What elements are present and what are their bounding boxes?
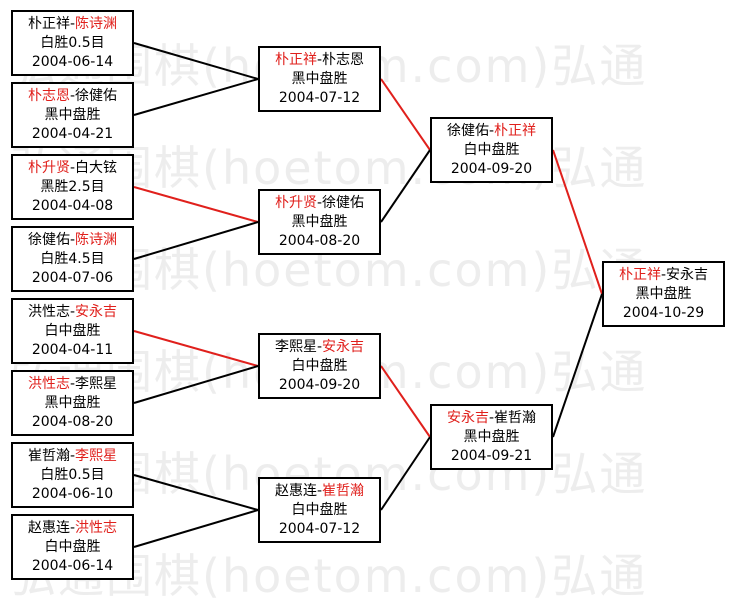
match-date: 2004-04-21 (31, 126, 114, 142)
match-date: 2004-07-06 (31, 270, 114, 286)
match-result: 白中盘胜 (291, 358, 348, 374)
match-date: 2004-06-10 (31, 486, 114, 502)
bracket-connector (133, 365, 259, 404)
match-result: 黑中盘胜 (291, 71, 348, 87)
match-date: 2004-08-20 (31, 414, 114, 430)
player1-name: 李熙星 (274, 339, 317, 355)
match-result: 白胜0.5目 (40, 35, 105, 51)
player1-name: 朴正祥 (274, 52, 317, 68)
match-date: 2004-04-08 (31, 198, 114, 214)
bracket-connector (133, 474, 259, 511)
match-box: 徐健佑-朴正祥 白中盘胜 2004-09-20 (430, 117, 553, 183)
bracket-connector (552, 293, 603, 438)
match-date: 2004-10-29 (622, 305, 705, 321)
match-box: 赵惠连-崔哲瀚 白中盘胜 2004-07-12 (258, 477, 381, 543)
player1-name: 徐健佑 (27, 232, 70, 248)
match-box: 朴升贤-徐健佑 黑中盘胜 2004-08-20 (258, 189, 381, 255)
player2-name: 安永吉 (666, 267, 709, 283)
player2-name: 安永吉 (75, 304, 118, 320)
player1-name: 安永吉 (446, 410, 489, 426)
match-result: 黑胜2.5目 (40, 179, 105, 195)
match-box: 李熙星-安永吉 白中盘胜 2004-09-20 (258, 333, 381, 399)
match-result: 白中盘胜 (291, 502, 348, 518)
match-result: 白胜4.5目 (40, 251, 105, 267)
match-date: 2004-09-20 (278, 377, 361, 393)
bracket-connector (133, 221, 259, 260)
player1-name: 赵惠连 (274, 483, 317, 499)
player2-name: 李熙星 (75, 448, 118, 464)
bracket-connector (552, 149, 603, 295)
match-box: 朴志恩-徐健佑 黑中盘胜 2004-04-21 (11, 82, 134, 148)
player1-name: 赵惠连 (27, 520, 70, 536)
final-match-box: 朴正祥-安永吉 黑中盘胜 2004-10-29 (602, 261, 725, 327)
player1-name: 朴升贤 (27, 160, 70, 176)
player1-name: 崔哲瀚 (27, 448, 70, 464)
bracket-connector (380, 436, 431, 511)
match-result: 黑中盘胜 (44, 395, 101, 411)
player2-name: 陈诗渊 (75, 232, 118, 248)
bracket-connector (380, 365, 431, 438)
player2-name: 徐健佑 (322, 195, 365, 211)
match-box: 洪性志-李熙星 黑中盘胜 2004-08-20 (11, 370, 134, 436)
bracket-connector (380, 78, 431, 151)
player1-name: 朴正祥 (27, 16, 70, 32)
player2-name: 李熙星 (75, 376, 118, 392)
player1-name: 洪性志 (27, 304, 70, 320)
match-box: 徐健佑-陈诗渊 白胜4.5目 2004-07-06 (11, 226, 134, 292)
match-date: 2004-06-14 (31, 558, 114, 574)
player1-name: 朴正祥 (618, 267, 661, 283)
player2-name: 朴志恩 (322, 52, 365, 68)
bracket-connector (380, 149, 431, 223)
match-date: 2004-09-21 (450, 448, 533, 464)
bracket-connector (133, 78, 259, 116)
player2-name: 徐健佑 (75, 88, 118, 104)
player1-name: 朴升贤 (274, 195, 317, 211)
bracket-connector (133, 330, 259, 367)
match-result: 白中盘胜 (44, 323, 101, 339)
match-date: 2004-06-14 (31, 54, 114, 70)
match-date: 2004-09-20 (450, 161, 533, 177)
match-result: 白中盘胜 (463, 142, 520, 158)
match-box: 洪性志-安永吉 白中盘胜 2004-04-11 (11, 298, 134, 364)
bracket-connectors (133, 42, 603, 548)
match-result: 黑中盘胜 (291, 214, 348, 230)
player2-name: 洪性志 (75, 520, 118, 536)
match-date: 2004-07-12 (278, 521, 361, 537)
bracket-connector (133, 509, 259, 548)
match-box: 朴正祥-陈诗渊 白胜0.5目 2004-06-14 (11, 10, 134, 76)
match-box: 朴正祥-朴志恩 黑中盘胜 2004-07-12 (258, 46, 381, 112)
match-result: 黑中盘胜 (635, 286, 692, 302)
match-box: 朴升贤-白大铉 黑胜2.5目 2004-04-08 (11, 154, 134, 220)
bracket-connector (133, 186, 259, 223)
match-date: 2004-08-20 (278, 233, 361, 249)
player1-name: 朴志恩 (27, 88, 70, 104)
player2-name: 陈诗渊 (75, 16, 118, 32)
match-date: 2004-04-11 (31, 342, 114, 358)
bracket-connector (133, 42, 259, 80)
match-result: 黑中盘胜 (44, 107, 101, 123)
match-result: 白胜0.5目 (40, 467, 105, 483)
match-date: 2004-07-12 (278, 90, 361, 106)
player2-name: 崔哲瀚 (322, 483, 365, 499)
match-box: 赵惠连-洪性志 白中盘胜 2004-06-14 (11, 514, 134, 580)
match-result: 白中盘胜 (44, 539, 101, 555)
match-box: 崔哲瀚-李熙星 白胜0.5目 2004-06-10 (11, 442, 134, 508)
player2-name: 白大铉 (75, 160, 118, 176)
player2-name: 朴正祥 (494, 123, 537, 139)
player1-name: 洪性志 (27, 376, 70, 392)
player2-name: 安永吉 (322, 339, 365, 355)
match-result: 黑中盘胜 (463, 429, 520, 445)
match-box: 安永吉-崔哲瀚 黑中盘胜 2004-09-21 (430, 404, 553, 470)
player2-name: 崔哲瀚 (494, 410, 537, 426)
player1-name: 徐健佑 (446, 123, 489, 139)
